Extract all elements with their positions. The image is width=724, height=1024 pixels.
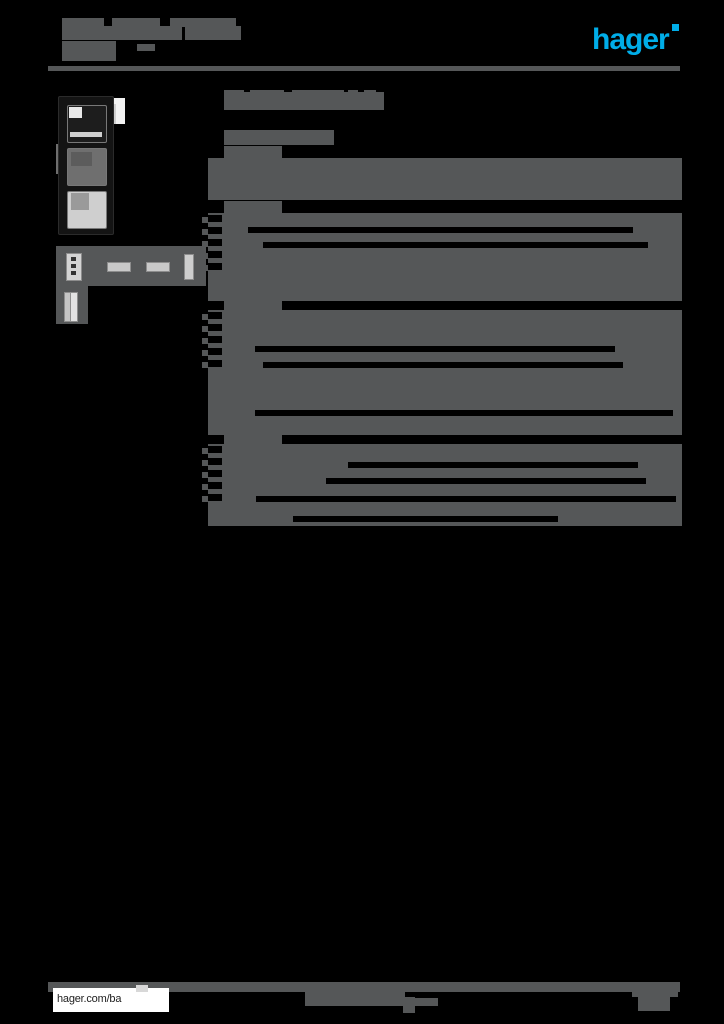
frame-side-piece [113, 98, 125, 124]
accessory-part [184, 254, 194, 280]
section-bullet-notch [208, 215, 222, 222]
section-bullet [202, 472, 211, 478]
section-bullet-notch [208, 446, 222, 453]
footer-divider [48, 982, 680, 992]
header-title-line [62, 26, 182, 40]
switch-cell-highlight [71, 193, 89, 210]
section-bullet-notch [208, 324, 222, 331]
header-title-fragment [62, 18, 104, 27]
switch-frame [58, 96, 114, 235]
section-bullet [202, 362, 211, 368]
doc-subtitle [224, 130, 334, 145]
section-bullet-notch [208, 458, 222, 465]
section-bullet [202, 229, 211, 235]
footer-url-tick [136, 985, 148, 992]
section-bullet-notch [208, 251, 222, 258]
section-bullet [202, 265, 211, 271]
section-text-gap [326, 478, 646, 484]
section-body [208, 310, 682, 435]
header-subtitle-fragment [137, 44, 155, 51]
accessory-part [146, 262, 170, 272]
frame-left-bar [56, 144, 59, 174]
section-body [208, 444, 682, 526]
section-text-gap [348, 462, 638, 468]
section-bullet [202, 314, 211, 320]
header-title-fragment [112, 18, 160, 27]
header-title-fragment [170, 18, 236, 27]
section-bullet [202, 460, 211, 466]
section-label [224, 201, 282, 213]
section-bullet-notch [208, 312, 222, 319]
switch-cell-highlight [71, 152, 92, 166]
section-bullet [202, 350, 211, 356]
section-text-gap [256, 496, 676, 502]
footer-center-fragment [403, 997, 415, 1013]
footer-center-fragment [414, 998, 438, 1006]
section-text-gap [255, 346, 615, 352]
section-bullet [202, 484, 211, 490]
section-text-gap [263, 242, 648, 248]
product-image [56, 96, 208, 336]
section-bullet-notch [208, 348, 222, 355]
doc-title [224, 92, 384, 110]
switch-cell-highlight [69, 107, 82, 118]
switch-cell-highlight [70, 132, 102, 137]
section-bullet-notch [208, 494, 222, 501]
section-bullet [202, 338, 211, 344]
section-label [224, 146, 282, 158]
section-bullet [202, 253, 211, 259]
footer-page-number [638, 997, 670, 1011]
footer-url-backdrop [53, 988, 169, 1012]
hager-logo: hager [592, 23, 670, 56]
section-bullet [202, 217, 211, 223]
header-divider [48, 66, 680, 71]
section-text-gap [263, 362, 623, 368]
section-bullet-notch [208, 470, 222, 477]
section-bullet-notch [208, 360, 222, 367]
section-bullet-notch [208, 227, 222, 234]
footer-url[interactable]: hager.com/ba [57, 993, 122, 1005]
section-text-gap [293, 516, 558, 522]
section-bullet-notch [208, 482, 222, 489]
section-bullet [202, 496, 211, 502]
section-text-gap [255, 410, 673, 416]
section-bullet [202, 326, 211, 332]
page-header: hager [0, 0, 724, 80]
footer-center-text [305, 992, 405, 1006]
section-bullet-notch [208, 239, 222, 246]
header-title-line [185, 26, 241, 40]
hager-logo-mark [672, 24, 679, 31]
footer-right-text [632, 987, 678, 997]
section-body [208, 158, 682, 200]
section-text-gap [248, 227, 633, 233]
page-footer: hager.com/ba [0, 960, 724, 1024]
header-subtitle [62, 41, 116, 61]
section-bullet-notch [208, 336, 222, 343]
section-bullet [202, 241, 211, 247]
accessory-part [66, 253, 82, 281]
section-bullet [202, 448, 211, 454]
accessory-part [107, 262, 131, 272]
section-bullet-notch [208, 263, 222, 270]
section-label [224, 298, 282, 310]
accessory-part [70, 292, 78, 322]
section-label [224, 432, 282, 444]
